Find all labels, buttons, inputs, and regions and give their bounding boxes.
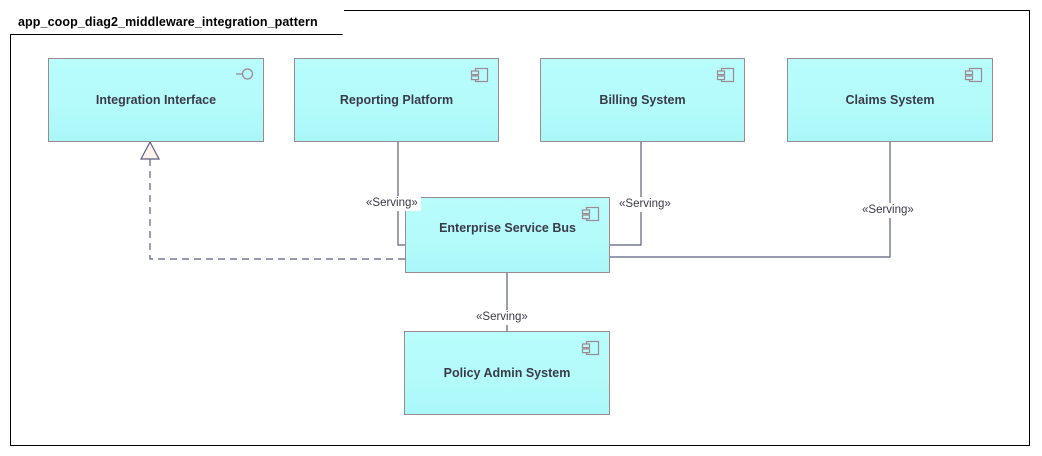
node-integration-interface[interactable]: Integration Interface bbox=[48, 58, 264, 142]
edge-label-policy-to-esb: «Serving» bbox=[473, 310, 531, 325]
node-label-claims-system: Claims System bbox=[845, 92, 935, 107]
uml-component-icon bbox=[964, 66, 984, 86]
node-label-enterprise-service-bus: Enterprise Service Bus bbox=[439, 220, 576, 235]
node-policy-admin-system[interactable]: Policy Admin System bbox=[404, 331, 610, 415]
diagram-frame bbox=[10, 10, 1030, 446]
edge-label-reporting-to-esb: «Serving» bbox=[363, 196, 421, 211]
uml-component-icon bbox=[470, 66, 490, 86]
provided-interface-lollipop-icon bbox=[235, 66, 255, 86]
node-label-reporting-platform: Reporting Platform bbox=[339, 92, 454, 107]
uml-component-icon bbox=[581, 205, 601, 225]
node-label-integration-interface: Integration Interface bbox=[95, 92, 217, 107]
node-billing-system[interactable]: Billing System bbox=[540, 58, 745, 142]
edge-label-claims-to-esb: «Serving» bbox=[859, 203, 917, 218]
node-enterprise-service-bus[interactable]: Enterprise Service Bus bbox=[405, 197, 610, 273]
node-label-policy-admin-system: Policy Admin System bbox=[443, 365, 571, 380]
diagram-title-label: app_coop_diag2_middleware_integration_pa… bbox=[18, 15, 318, 29]
diagram-title-tab[interactable]: app_coop_diag2_middleware_integration_pa… bbox=[10, 10, 344, 34]
uml-component-icon bbox=[581, 339, 601, 359]
node-claims-system[interactable]: Claims System bbox=[787, 58, 993, 142]
uml-component-icon bbox=[716, 66, 736, 86]
node-reporting-platform[interactable]: Reporting Platform bbox=[294, 58, 499, 142]
node-label-billing-system: Billing System bbox=[599, 92, 686, 107]
edge-label-billing-to-esb: «Serving» bbox=[616, 197, 674, 212]
